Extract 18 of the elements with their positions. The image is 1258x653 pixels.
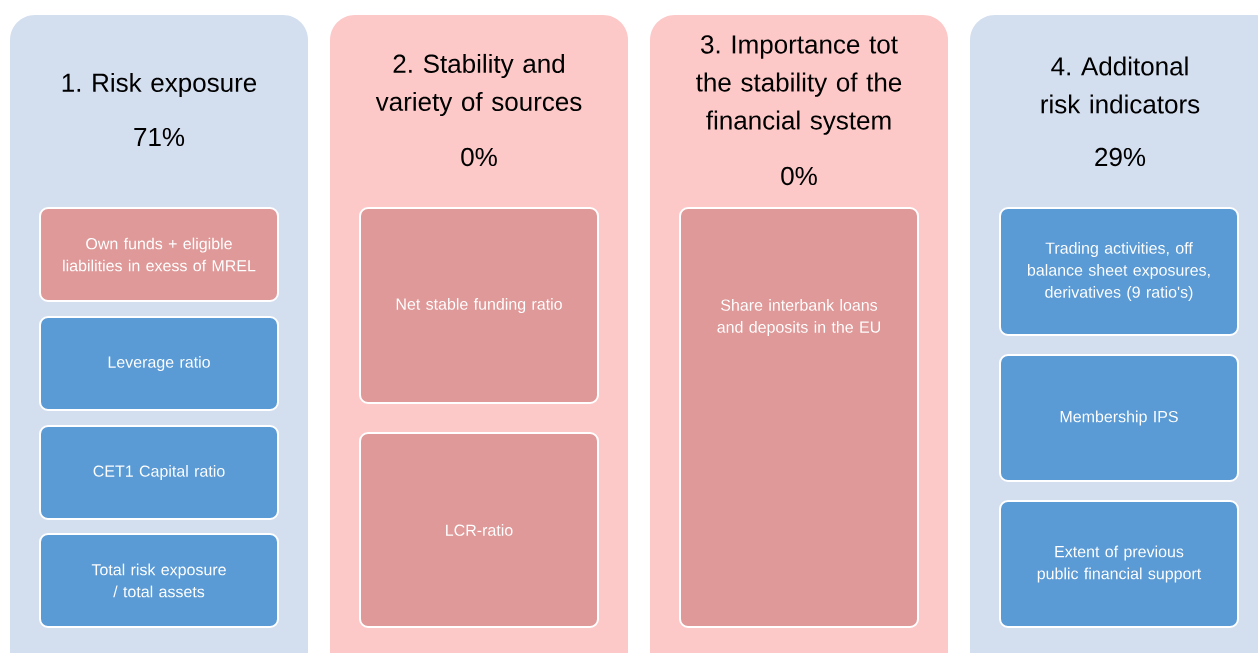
panel-title: 2. Stability and variety of sources	[375, 53, 582, 117]
text-box: LCR-ratio	[359, 432, 599, 628]
panel-title: 4. Additonal risk indicators	[1041, 56, 1200, 114]
panel-title: 3. Importance tot the stability of the financial system	[696, 35, 902, 135]
text-box: Net stable funding ratio	[359, 207, 599, 404]
text-box: CET1 Capital ratio	[39, 425, 279, 520]
text-box: Own funds + eligible liabilities in exess of MREL	[39, 207, 279, 302]
text-box: Extent of previous public financial support	[999, 500, 1239, 628]
percentage: 29%	[1095, 147, 1146, 167]
percentage: 0%	[781, 166, 817, 186]
text-box: Trading activities, off balance sheet exposures, derivatives (9 ratio's)	[999, 207, 1239, 336]
percentage: 71%	[134, 127, 185, 147]
panel-title: 1. Risk exposure	[62, 72, 257, 98]
percentage: 0%	[461, 147, 497, 167]
text-box: Share interbank loans and deposits in the EU	[679, 207, 919, 628]
text-box: Membership IPS	[999, 354, 1239, 482]
text-box: Leverage ratio	[39, 316, 279, 411]
text-box: Total risk exposure / total assets	[39, 533, 279, 628]
